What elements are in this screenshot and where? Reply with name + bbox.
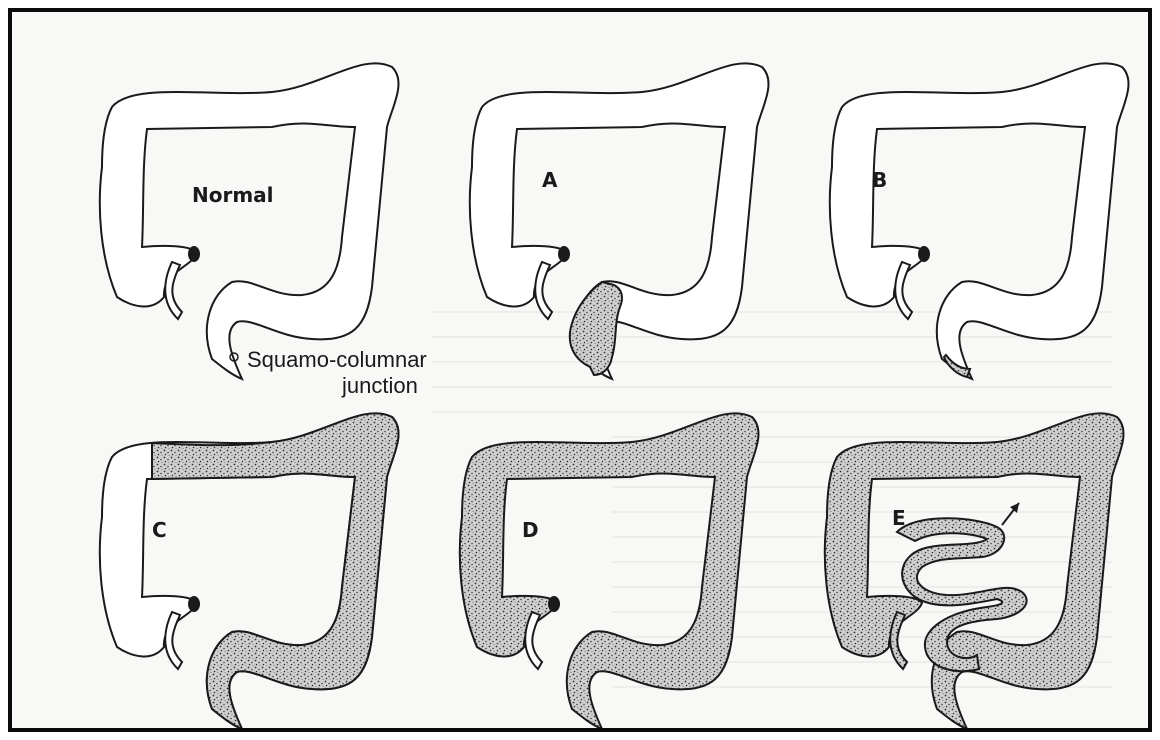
panel-b: B [830, 63, 1129, 379]
panel-c: C [100, 413, 399, 728]
panel-d: D [460, 413, 759, 728]
diseased-left-colon [152, 413, 398, 728]
figure-frame: Normal Squamo-columnar junction A B [8, 8, 1152, 732]
ileocecal-valve [558, 246, 570, 262]
diseased-colon [825, 413, 1124, 728]
ileocecal-valve [188, 596, 200, 612]
panel-label-e: E [892, 506, 906, 530]
colon-outline [830, 63, 1129, 379]
diseased-colon [460, 413, 759, 728]
diseased-rectosigmoid [570, 282, 622, 375]
panel-label-d: D [522, 518, 539, 542]
legend-line-2: junction [341, 373, 418, 398]
ileocecal-valve [548, 596, 560, 612]
colon-outline [100, 63, 399, 379]
legend-line-1: Squamo-columnar [247, 347, 427, 372]
colitis-extent-diagram: Normal Squamo-columnar junction A B [12, 12, 1148, 728]
panel-e: E [825, 413, 1124, 728]
panel-label-b: B [872, 168, 887, 192]
panel-label-normal: Normal [192, 183, 274, 207]
panel-a: A [470, 63, 769, 379]
panel-normal: Normal Squamo-columnar junction [100, 63, 427, 398]
panel-label-a: A [542, 168, 558, 192]
panel-label-c: C [152, 518, 167, 542]
ileocecal-valve [918, 246, 930, 262]
colon-outline [470, 63, 769, 379]
ileocecal-valve [188, 246, 200, 262]
